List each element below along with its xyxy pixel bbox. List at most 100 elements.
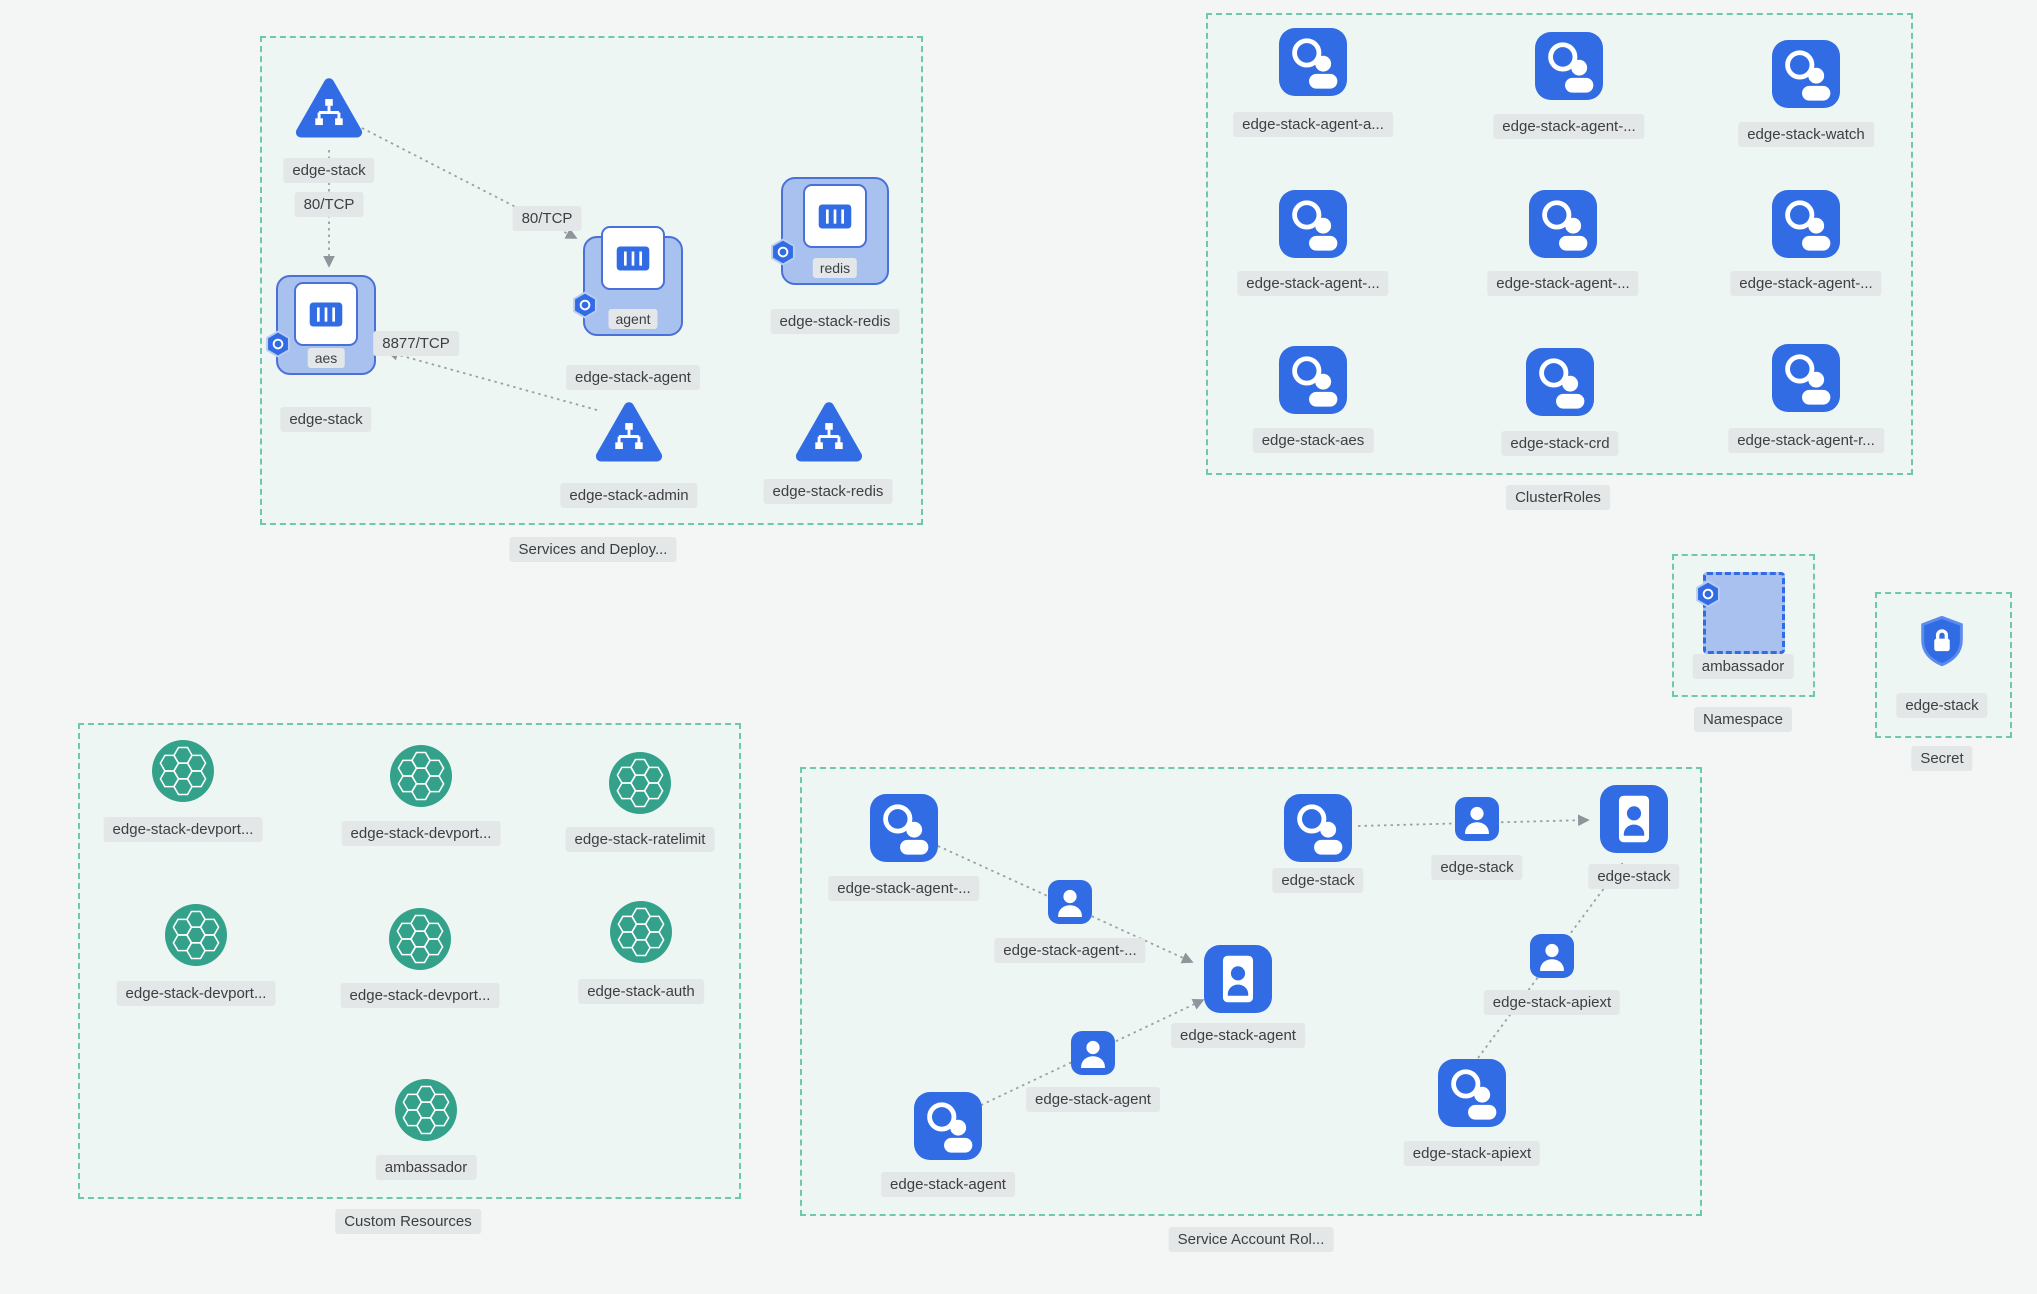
container-icon [610,235,656,281]
pod-box [803,184,867,248]
node-label: edge-stack-agent-r... [1728,428,1884,453]
container-icon [812,193,858,239]
namespace-node-ambassador[interactable] [1703,572,1785,654]
edge-label-port: 8877/TCP [373,331,459,356]
node-label: edge-stack-agent [1026,1087,1160,1112]
node-label: edge-stack-apiext [1483,990,1621,1015]
user-icon [914,1092,982,1160]
node-label: edge-stack-redis [763,479,893,504]
node-label: ambassador [1692,654,1794,679]
customresource-node-ratelimit[interactable] [609,752,671,814]
service-node-edge-stack[interactable] [291,74,367,144]
node-label: edge-stack-agent-... [1237,271,1389,296]
user-icon [1772,190,1840,258]
node-label: edge-stack [280,407,372,432]
user-icon [1529,190,1597,258]
group-label-namespace: Namespace [1693,707,1793,732]
clusterrole-node-crd[interactable] [1526,348,1594,416]
node-label: edge-stack-agent [881,1172,1015,1197]
service-node-edge-stack-redis[interactable] [791,398,867,468]
service-node-edge-stack-admin[interactable] [591,398,667,468]
clusterrole-node-agent-4[interactable] [1529,190,1597,258]
node-label: edge-stack-agent [566,365,700,390]
node-label: edge-stack-redis [770,309,900,334]
group-label-services: Services and Deploy... [509,537,677,562]
clusterrole-node-agent-3[interactable] [1279,190,1347,258]
user-icon [1284,794,1352,862]
user-icon [870,794,938,862]
user-icon [1526,348,1594,416]
node-label: edge-stack [283,158,375,183]
pod-box [294,282,358,346]
rolebinding-node-edge-stack[interactable] [1455,797,1499,841]
node-label: edge-stack-admin [560,483,698,508]
serviceaccount-node-agent[interactable] [914,1092,982,1160]
node-label: edge-stack-ratelimit [565,827,715,852]
group-label-custom-resources: Custom Resources [335,1209,481,1234]
secret-node-edge-stack[interactable] [1913,610,1971,674]
crd-hexmesh-icon [395,1079,457,1141]
pod-label: redis [812,258,858,278]
user-icon [1535,32,1603,100]
clusterrole-node-agent-a[interactable] [1279,28,1347,96]
pod-label: agent [608,309,658,329]
customresource-node-devportal-4[interactable] [389,908,451,970]
clusterrole-node-agent-r[interactable] [1772,344,1840,412]
crd-hexmesh-icon [390,745,452,807]
serviceaccount-node-apiext[interactable] [1438,1059,1506,1127]
deployment-node-edge-stack-redis[interactable]: redis [781,177,889,285]
serviceaccount-badge-node-agent[interactable] [1204,945,1272,1013]
node-label: edge-stack-devport... [341,821,501,846]
id-badge-icon [1204,945,1272,1013]
customresource-node-devportal-2[interactable] [390,745,452,807]
deployment-node-edge-stack-agent[interactable]: agent [583,226,683,336]
user-icon [1438,1059,1506,1127]
edge-label-port: 80/TCP [512,206,582,231]
customresource-node-auth[interactable] [610,901,672,963]
person-icon [1455,797,1499,841]
service-triangle-icon [591,398,667,468]
group-label-secret: Secret [1911,746,1973,771]
group-label-service-accounts: Service Account Rol... [1168,1227,1334,1252]
node-label: edge-stack [1272,868,1364,893]
namespace-hex-badge-icon [1693,579,1723,609]
node-label: edge-stack-agent-... [828,876,980,901]
replicaset-hex-badge-icon [263,329,293,359]
person-icon [1048,880,1092,924]
node-label: edge-stack-auth [578,979,704,1004]
node-label: edge-stack-agent-... [1487,271,1639,296]
customresource-node-devportal-1[interactable] [152,740,214,802]
crd-hexmesh-icon [152,740,214,802]
node-label: edge-stack-apiext [1403,1141,1541,1166]
crd-hexmesh-icon [609,752,671,814]
serviceaccount-badge-node-edge-stack[interactable] [1600,785,1668,853]
user-icon [1772,40,1840,108]
clusterrole-node-watch[interactable] [1772,40,1840,108]
container-icon [303,291,349,337]
person-icon [1530,934,1574,978]
customresource-node-devportal-3[interactable] [165,904,227,966]
node-label: ambassador [375,1155,477,1180]
node-label: edge-stack [1896,693,1988,718]
clusterrole-node-aes[interactable] [1279,346,1347,414]
crd-hexmesh-icon [610,901,672,963]
serviceaccount-node-edge-stack[interactable] [1284,794,1352,862]
node-label: edge-stack-watch [1738,122,1874,147]
node-label: edge-stack-agent [1171,1023,1305,1048]
pod-label: aes [307,348,345,368]
customresource-node-ambassador[interactable] [395,1079,457,1141]
replicaset-hex-badge-icon [570,290,600,320]
clusterrole-node-agent-5[interactable] [1772,190,1840,258]
rolebinding-node-agent[interactable] [1071,1031,1115,1075]
clusterrole-node-agent-2[interactable] [1535,32,1603,100]
node-label: edge-stack-devport... [340,983,500,1008]
shield-lock-icon [1913,610,1971,674]
edge-label-port: 80/TCP [294,192,364,217]
deployment-node-edge-stack-aes[interactable]: aes [276,275,376,375]
rolebinding-node-apiext[interactable] [1530,934,1574,978]
rolebinding-node-agent-long[interactable] [1048,880,1092,924]
serviceaccount-node-agent-long[interactable] [870,794,938,862]
pod-box [601,226,665,290]
person-icon [1071,1031,1115,1075]
